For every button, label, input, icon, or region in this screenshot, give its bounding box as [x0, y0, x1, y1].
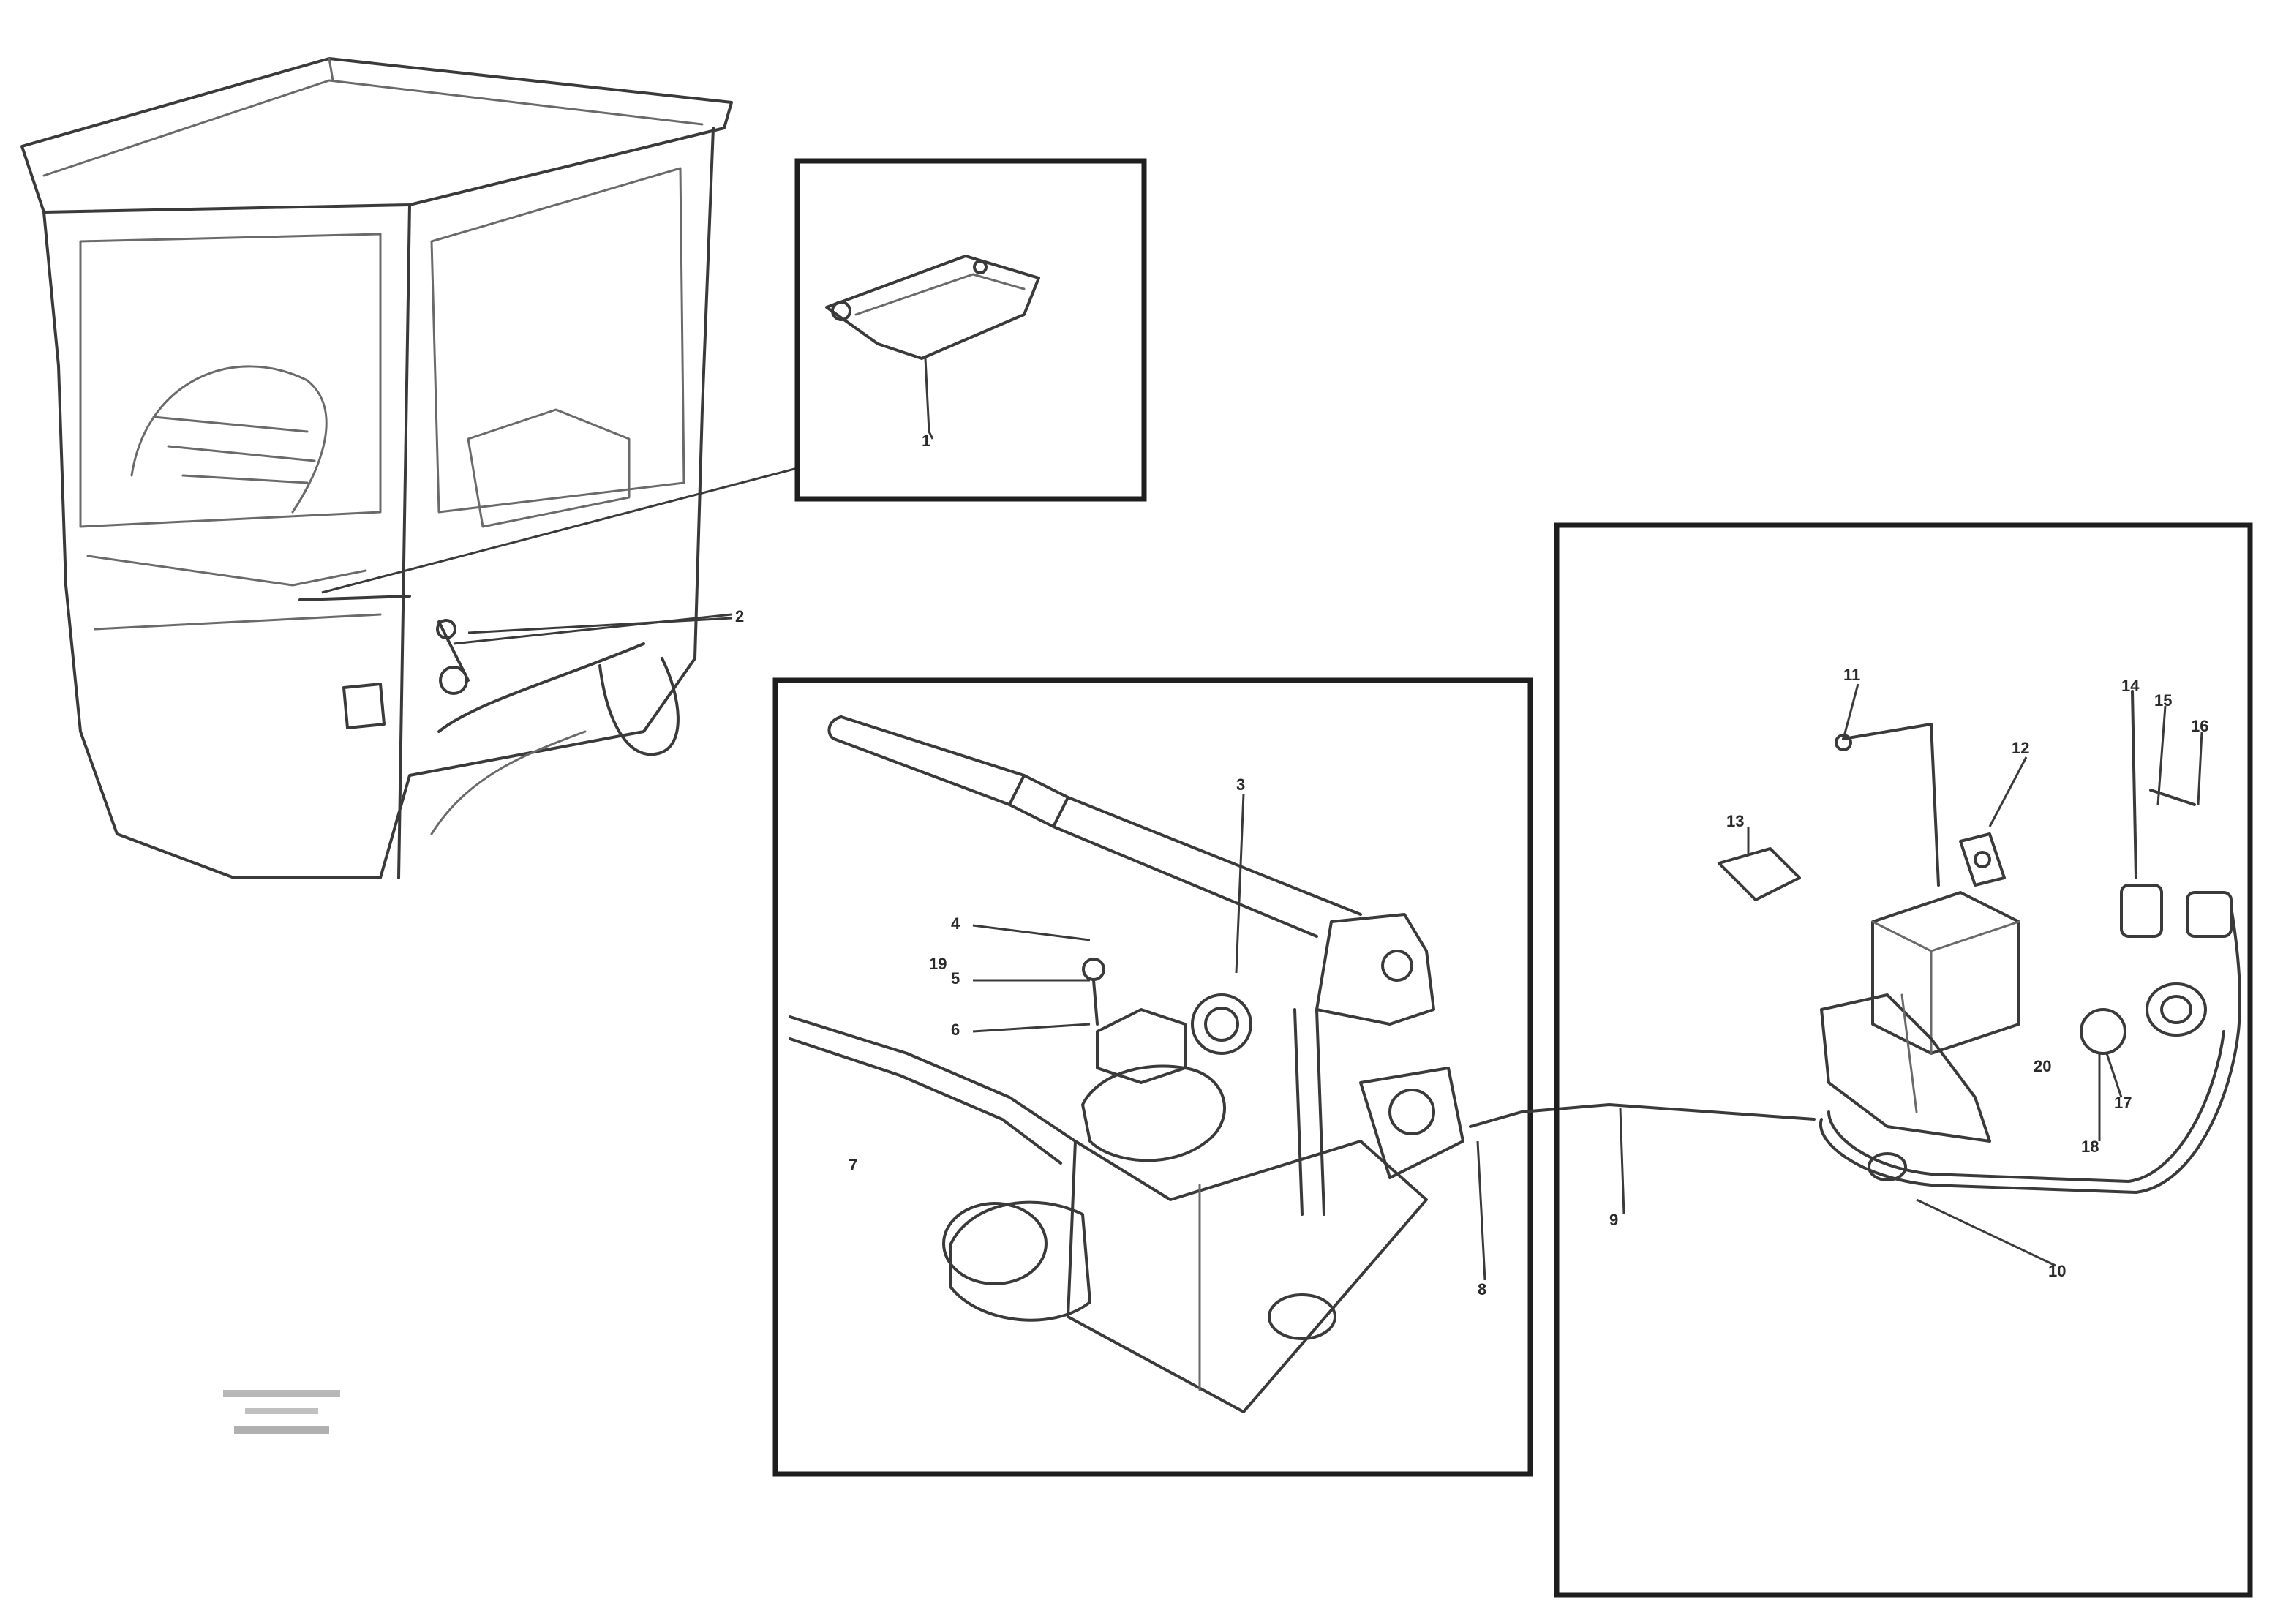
detail-frame-clip — [794, 158, 1147, 502]
leader-lines — [467, 431, 2203, 1281]
leader-line — [453, 613, 732, 645]
callout-5: 5 — [951, 969, 960, 988]
callout-18: 18 — [2081, 1138, 2099, 1156]
callout-19: 19 — [929, 955, 947, 973]
callout-9: 9 — [1609, 1211, 1618, 1229]
lever-mechanism-illustration — [789, 715, 1816, 1413]
detail-frame-lever — [772, 677, 1533, 1477]
callout-11: 11 — [1843, 666, 1860, 684]
callout-12: 12 — [2012, 739, 2029, 757]
cable-assembly-illustration — [1718, 690, 2241, 1194]
callout-7: 7 — [849, 1156, 857, 1174]
callout-13: 13 — [1726, 812, 1744, 830]
callout-10: 10 — [2048, 1262, 2066, 1280]
callout-4: 4 — [951, 914, 960, 933]
clip-illustration — [825, 255, 1040, 432]
callout-3: 3 — [1236, 775, 1245, 794]
drawing-reference-caption — [223, 1390, 340, 1434]
callout-16: 16 — [2191, 717, 2208, 735]
callout-labels: 1 2 3 4 5 6 7 8 9 10 11 12 13 14 15 16 1… — [735, 432, 2208, 1298]
callout-17: 17 — [2114, 1094, 2132, 1112]
callout-2: 2 — [735, 607, 744, 625]
callout-6: 6 — [951, 1020, 960, 1039]
callout-8: 8 — [1478, 1280, 1486, 1298]
callout-14: 14 — [2121, 677, 2140, 695]
callout-15: 15 — [2154, 691, 2172, 710]
leader-line — [321, 467, 798, 594]
callout-20: 20 — [2034, 1057, 2051, 1075]
cab-illustration — [20, 57, 733, 879]
detail-frame-cable — [1554, 522, 2253, 1598]
callout-1: 1 — [922, 432, 930, 450]
